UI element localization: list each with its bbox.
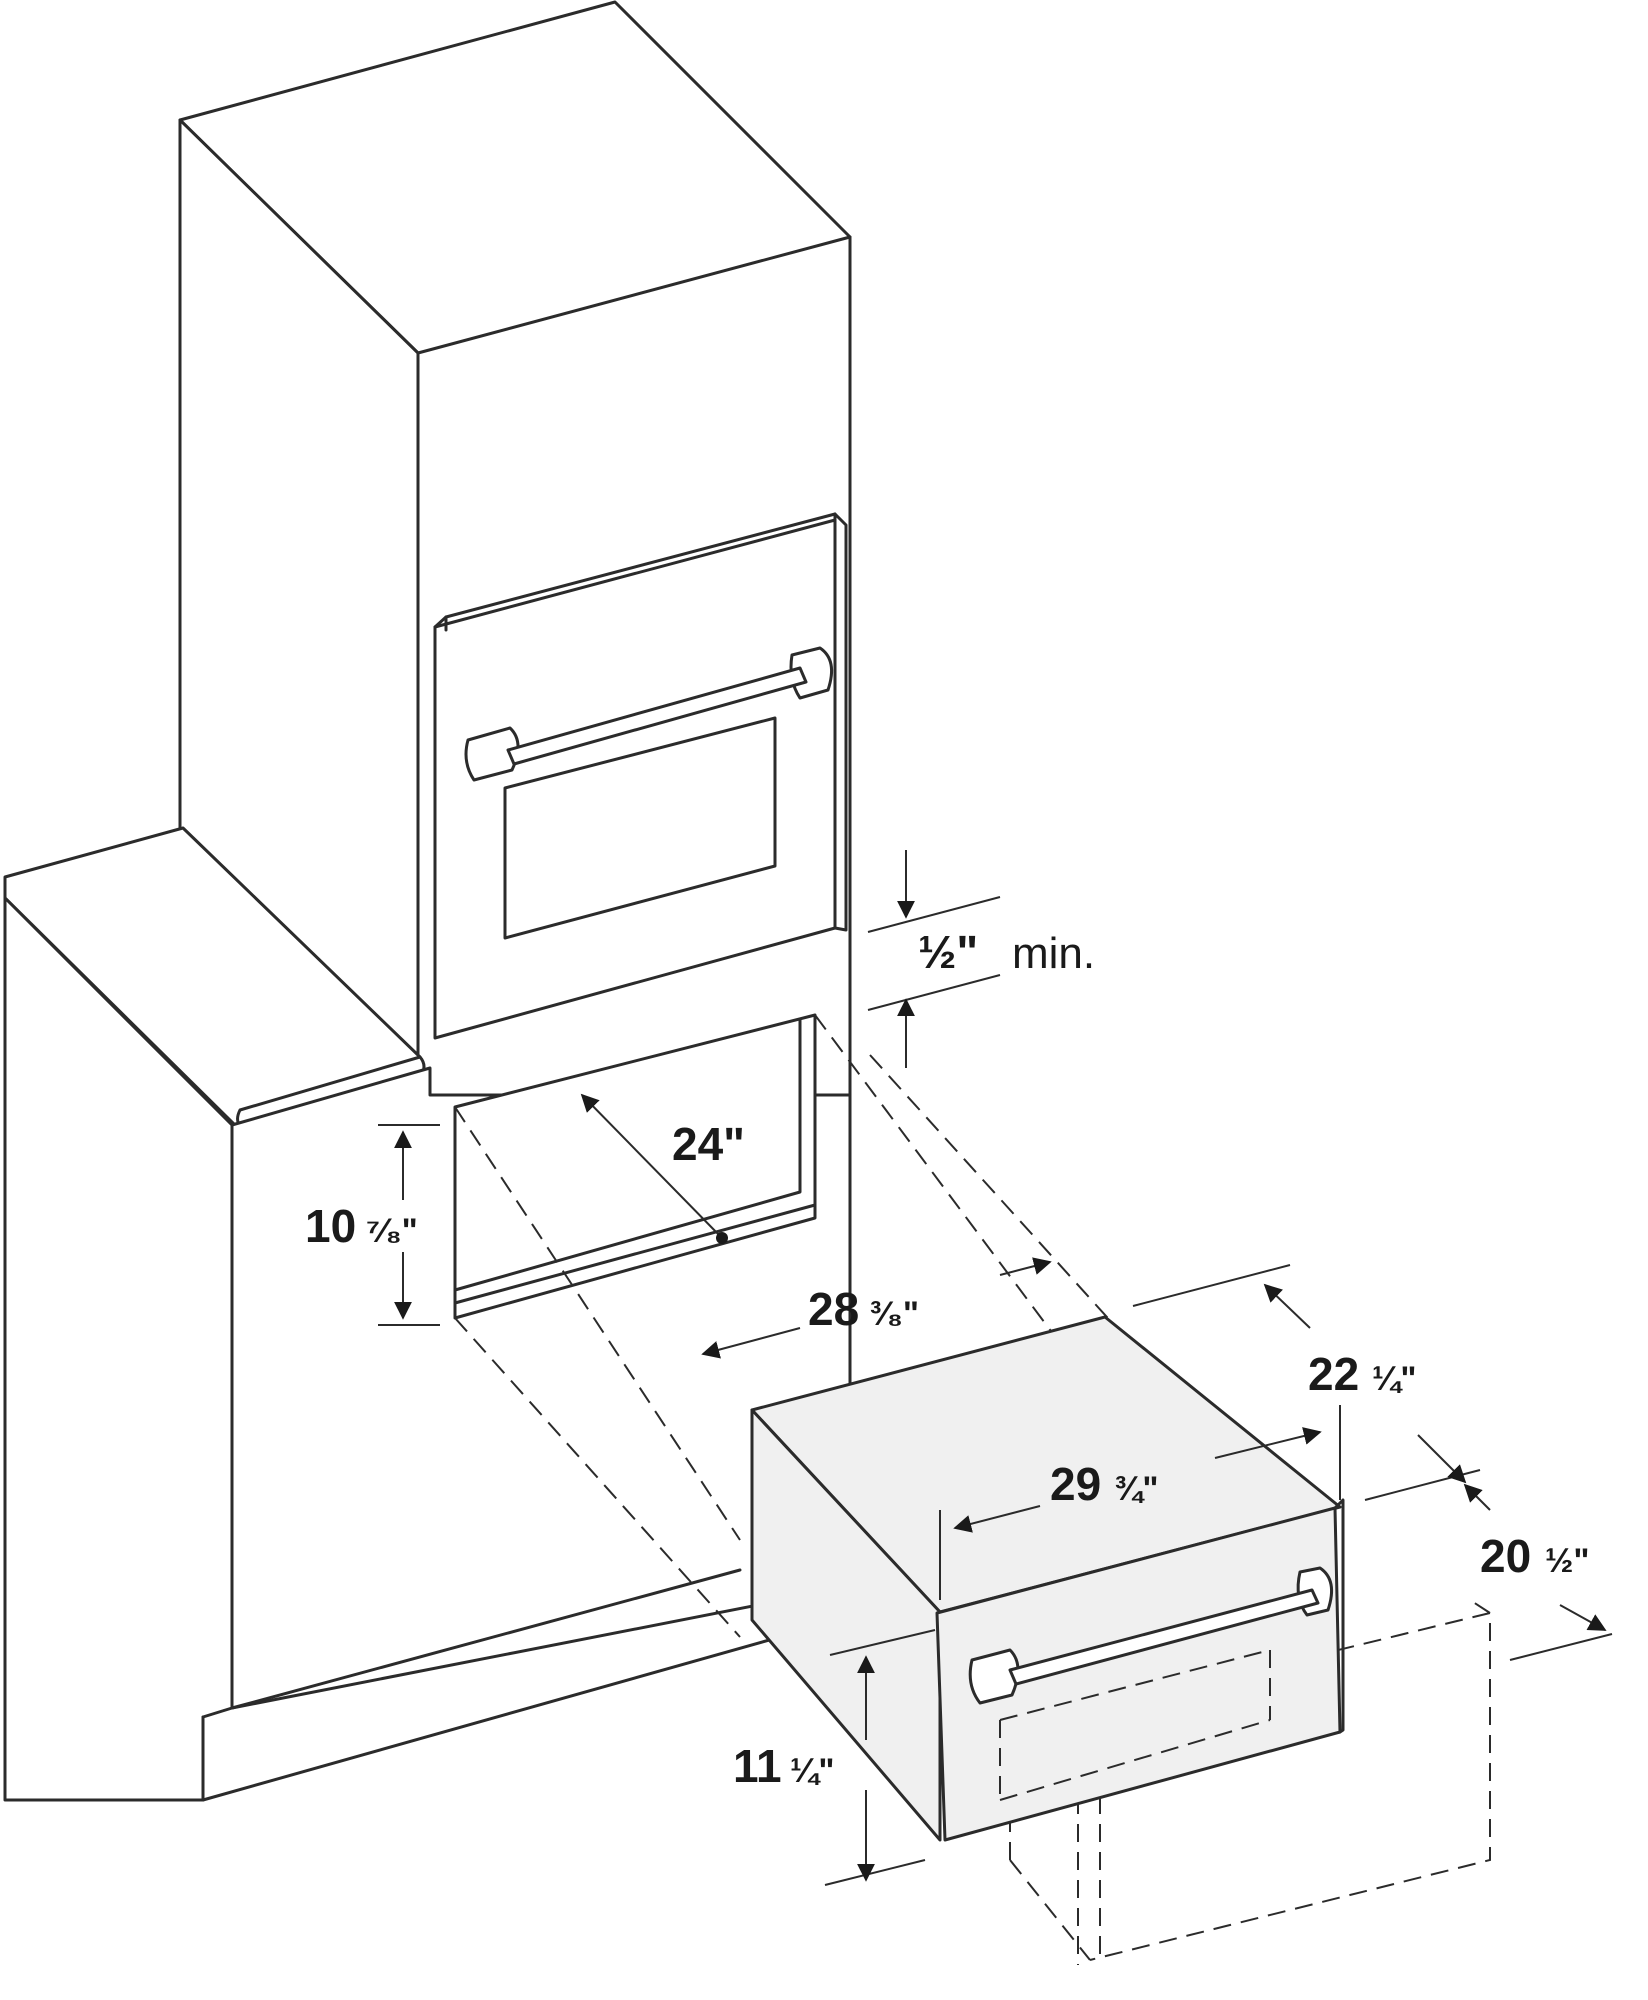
dim-gap-min-value: ½" [918,926,978,978]
dim-drawer-height: 11 ¼" [733,1629,936,1886]
oven-handle [464,646,834,782]
dim-drawer-depth-body: 20 ½" [1463,1483,1613,1661]
dim-drawer-depth-total: 22 ¼" [1132,1264,1481,1501]
warming-drawer [750,1315,1345,1842]
dim-gap-min: ½" min. [867,850,1095,1068]
dim-drawer-height-whole: 11 [733,1740,782,1792]
dim-drawer-depth-body-frac: ½" [1545,1542,1589,1580]
dim-cutout-depth-value: 24" [672,1118,745,1170]
dim-cutout-height-whole: 10 [305,1200,356,1252]
tall-cabinet [178,0,852,1379]
dim-drawer-width-whole: 29 [1050,1458,1101,1510]
dim-drawer-depth-total-whole: 22 [1308,1348,1359,1400]
dim-drawer-width: 29 ¾" [939,1405,1341,1600]
cutout-opening [453,1013,817,1320]
dim-drawer-depth-total-frac: ¼" [1372,1360,1416,1398]
dim-drawer-width-frac: ¾" [1114,1470,1158,1508]
drawer-handle [968,1566,1334,1705]
dim-cutout-width-frac: ³⁄₈" [870,1295,919,1333]
dim-drawer-height-frac: ¼" [790,1752,834,1790]
dim-cutout-depth: 24" [580,1093,745,1244]
dim-cutout-width-whole: 28 [808,1283,859,1335]
wall-oven [433,512,848,1040]
dim-cutout-height: 10 ⁷⁄₈" [305,1124,440,1326]
dim-drawer-depth-body-whole: 20 [1480,1530,1531,1582]
dim-cutout-width: 28 ³⁄₈" [701,1257,1052,1359]
dim-gap-min-suffix: min. [1012,929,1095,978]
base-cabinet [3,826,852,1802]
dim-cutout-height-frac: ⁷⁄₈" [366,1212,418,1250]
